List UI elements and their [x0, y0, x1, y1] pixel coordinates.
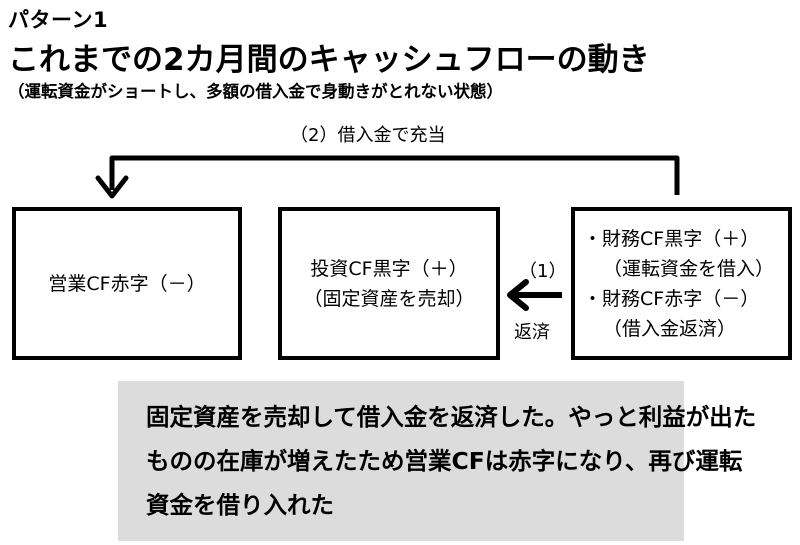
repay-step-label: （1）: [519, 261, 567, 282]
financing-cf-deficit-detail: （借入金返済）: [603, 317, 737, 340]
loop-arrow-head: [95, 175, 129, 199]
summary-text: 固定資産を売却して借入金を返済した。やっと利益が出たものの在庫が増えたため営業C…: [146, 403, 757, 519]
financing-cf-box: ・財務CF黒字（＋） （運転資金を借入） ・財務CF赤字（－） （借入金返済）: [571, 207, 792, 360]
page-subtitle: （運転資金がショートし、多額の借入金で身動きがとれない状態）: [8, 82, 503, 101]
investing-cf-box: 投資CF黒字（＋） （固定資産を売却）: [278, 207, 500, 360]
summary-panel: 固定資産を売却して借入金を返済した。やっと利益が出たものの在庫が増えたため営業C…: [118, 381, 756, 541]
page-title: これまでの2カ月間のキャッシュフローの動き: [8, 42, 650, 78]
loop-arrow-label: （2）借入金で充当: [290, 125, 446, 146]
pattern-label: パターン1: [8, 8, 109, 32]
financing-cf-surplus-detail: （運転資金を借入）: [603, 257, 775, 280]
investing-cf-text: 投資CF黒字（＋）: [310, 257, 468, 280]
financing-cf-surplus: ・財務CF黒字（＋）: [583, 227, 760, 250]
repay-arrow-label: 返済: [514, 322, 550, 343]
repay-arrow-head: [507, 279, 529, 311]
operating-cf-box: 営業CF赤字（－）: [12, 207, 242, 360]
loop-arrow-line: [109, 155, 680, 195]
investing-cf-detail: （固定資産を売却）: [303, 287, 475, 310]
financing-cf-deficit: ・財務CF赤字（－）: [583, 287, 760, 310]
operating-cf-text: 営業CF赤字（－）: [48, 272, 206, 295]
